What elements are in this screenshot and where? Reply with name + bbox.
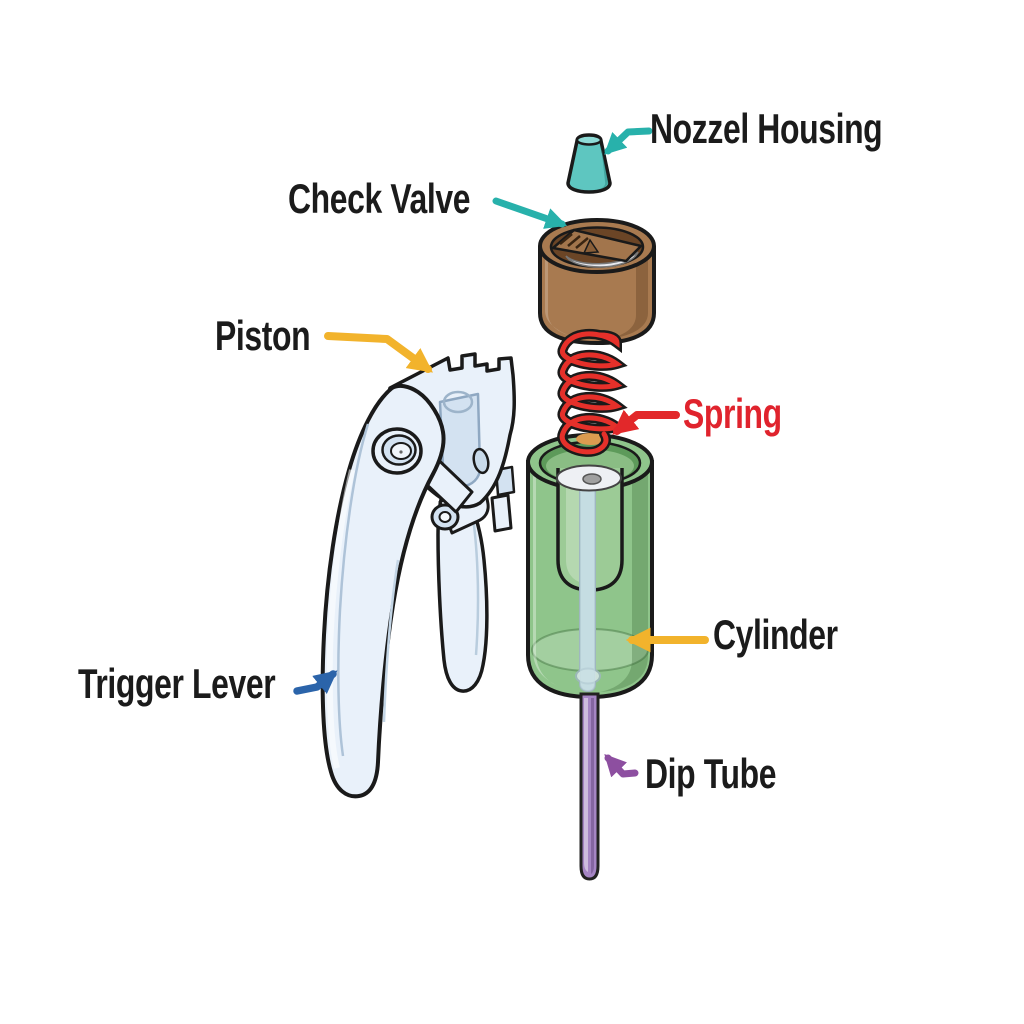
check-valve-notch: [582, 238, 600, 254]
side-tab: [490, 493, 513, 533]
piston-arrow: [324, 332, 434, 373]
label-piston: Piston: [215, 312, 311, 359]
check-valve-plate: [550, 228, 644, 263]
label-trigger-lever: Trigger Lever: [78, 660, 276, 707]
orange-seal: [576, 433, 606, 445]
check-valve-arrow: [492, 197, 568, 229]
check-valve-part: [538, 218, 656, 346]
trigger-lever-assembly: [320, 352, 516, 799]
spring-arrow: [612, 409, 680, 435]
check-valve-body: [538, 246, 656, 346]
nozzle-housing-arrow: [604, 127, 653, 155]
nozzle-part: [566, 133, 612, 194]
block-side-hole: [472, 447, 490, 475]
cylinder-part: [526, 433, 654, 700]
spring-part: [557, 328, 628, 457]
dip-tube-part: [579, 692, 600, 881]
dip-tube-body: [579, 692, 600, 881]
label-dip-tube: Dip Tube: [645, 750, 777, 797]
check-valve-disc: [565, 251, 639, 268]
label-spring: Spring: [683, 390, 782, 437]
dip-tube-arrow: [604, 754, 639, 778]
label-check-valve: Check Valve: [288, 175, 471, 222]
label-nozzle-housing: Nozzel Housing: [650, 105, 883, 152]
piston-disc-center: [582, 473, 602, 485]
label-cylinder: Cylinder: [713, 611, 838, 658]
trigger-lever-arrow: [293, 670, 338, 695]
annotation-arrows: [293, 127, 709, 778]
nozzle-tip-opening: [575, 134, 603, 146]
